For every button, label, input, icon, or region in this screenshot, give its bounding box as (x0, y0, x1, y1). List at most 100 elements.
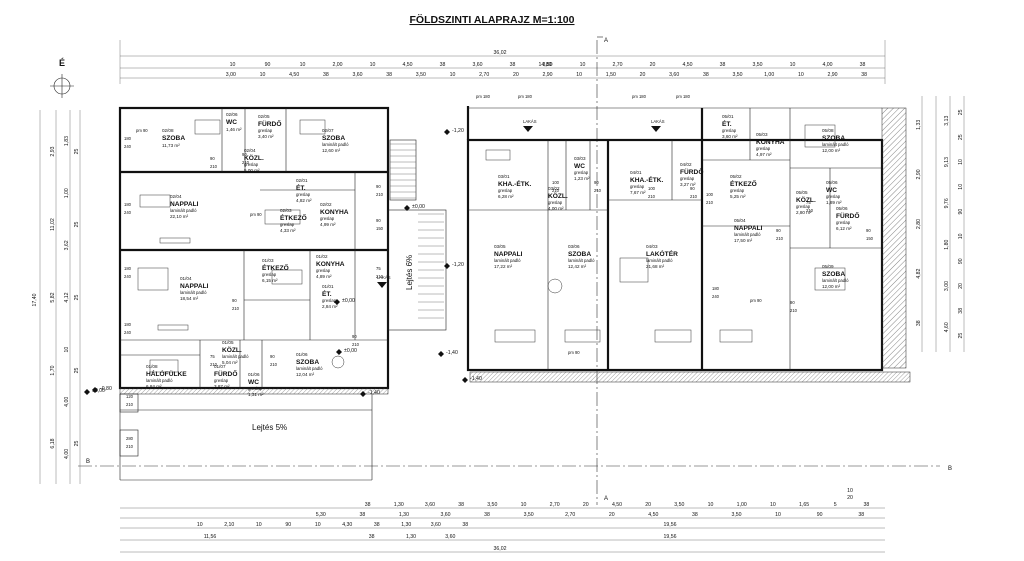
entrance-marker: LAKÁS (651, 119, 665, 132)
level-mark: -1,40 (360, 390, 380, 397)
level-mark: -1,20 (444, 128, 464, 135)
door-dimension-label: 90 (776, 228, 781, 233)
door-dimension-label: 180 (712, 286, 720, 291)
dim-top-row2-value: 38 (323, 72, 329, 78)
dim-left-col3-value: 25 (74, 368, 80, 374)
dim-left-col2-value: 4,00 (64, 449, 70, 459)
dim-top-row1-value: 4,50 (682, 62, 692, 68)
section-b-left: B (86, 459, 90, 465)
dim-top-row1-value: 4,50 (402, 62, 412, 68)
dim-left-col1-value: 2,93 (50, 146, 56, 156)
dim-bottom-overall: 36,02 (494, 546, 507, 552)
door-dimension-label: 75 (806, 200, 811, 205)
door-dimension-label: 210 (210, 164, 218, 169)
dim-top-row2-value: 4,50 (289, 72, 299, 78)
dim-bottom-row1-value: 5 (834, 502, 837, 508)
room-code: 05/03 (756, 132, 768, 137)
door-dimension-label: 90 (790, 300, 795, 305)
dim-left-col3-value: 25 (74, 222, 80, 228)
room-name: SZOBA (822, 271, 845, 278)
dim-top-row2-value: 38 (861, 72, 867, 78)
dim-top-row2-value: 3,50 (732, 72, 742, 78)
dim-top-row2-value: 38 (703, 72, 709, 78)
room-name: ÉT. (296, 183, 306, 192)
door-dimension-label: 210 (552, 188, 560, 193)
dim-bottom-row1-value: 38 (458, 502, 464, 508)
dim-bottom-row1-value: 2,70 (550, 502, 560, 508)
level-mark: -1,40 (462, 376, 482, 383)
room-code: 05/06 (826, 180, 838, 185)
room-area: 12,00 m² (822, 148, 841, 153)
room-name: ÉTKEZŐ (730, 179, 757, 188)
room-floor: greslap (296, 192, 311, 197)
room-code: 01/04 (180, 276, 192, 281)
room-floor: laminált padló (494, 258, 521, 263)
section-axis-a: A A (596, 36, 608, 505)
room-code: 02/08 (162, 128, 174, 133)
room-code: 01/02 (316, 254, 328, 259)
level-marks: -1,20±0,00-1,20-1,40-1,40-0,80-1,40±0,00… (84, 128, 482, 397)
room-name: ÉTKEZŐ (262, 263, 289, 272)
room-area: 12,00 m² (822, 284, 841, 289)
dim-top-row2-value: 20 (640, 72, 646, 78)
section-b-right: B (948, 466, 952, 472)
room-code: 02/01 (296, 178, 308, 183)
room-code: 02/04 (244, 148, 256, 153)
room-floor: laminált padló (822, 142, 849, 147)
door-dimension-label: 210 (376, 192, 384, 197)
door-dimension-label: 210 (126, 444, 134, 449)
dim-top-row2-value: 3,60 (669, 72, 679, 78)
room-area: 1,46 m² (226, 127, 242, 132)
room-floor: laminált padló (734, 232, 761, 237)
entrance-arrow-icon (377, 282, 387, 288)
room-code: 02/02 (320, 202, 332, 207)
room-code: 01/03 (262, 258, 274, 263)
stair: Lejtés 6% (387, 139, 447, 331)
dim-top-row2-value: 3,60 (352, 72, 362, 78)
door-dimension-label: 240 (124, 210, 132, 215)
level-mark: -1,40 (438, 350, 458, 357)
room-name: KONYHA (756, 139, 785, 146)
dim-bottom-row2-value: 3,60 (440, 512, 450, 518)
dim-left-col2-value: 4,00 (64, 397, 70, 407)
door-dimension-label: 240 (124, 144, 132, 149)
room-area: 5,00 m² (244, 168, 260, 173)
dim-bottom-row1-value: 38 (365, 502, 371, 508)
room-name: KONYHA (316, 261, 345, 268)
level-mark: ±0,00 (404, 204, 425, 211)
room-name: SZOBA (322, 135, 345, 142)
room-area: 22,10 m² (170, 214, 189, 219)
door-dimension-label: 90 (232, 298, 237, 303)
room-area: 6,28 m² (498, 194, 514, 199)
dim-top-row2-value: 1,50 (606, 72, 616, 78)
room-area: 12,60 m² (322, 148, 341, 153)
level-value: -0,80 (100, 386, 112, 392)
dim-right-col3-value: 10 (958, 159, 964, 165)
dim-top-row2-value: 10 (798, 72, 804, 78)
entrance-marker: LAKÁS (377, 275, 391, 288)
dim-top-row1-value: 38 (860, 62, 866, 68)
door-dimension-label: 75 (376, 266, 381, 271)
room-name: NAPPALI (494, 251, 523, 258)
room-area: 2,80 m² (796, 210, 812, 215)
room-floor: greslap (730, 188, 745, 193)
level-value: ±0,00 (344, 348, 357, 354)
room-code: 02/06 (226, 112, 238, 117)
dim-top-row2-value: 10 (576, 72, 582, 78)
door-dimension-label: pm 180 (676, 94, 691, 99)
dim-bottom-row1-value: 4,50 (612, 502, 622, 508)
dim-top-row1-value: 10 (790, 62, 796, 68)
plan-title: FÖLDSZINTI ALAPRAJZ M=1:100 (409, 13, 574, 26)
door-dimension-label: 210 (376, 274, 384, 279)
dim-bottom-row1-value: 10 (708, 502, 714, 508)
door-dimension-label: 75 (210, 354, 215, 359)
entrance-arrow-icon (651, 126, 661, 132)
